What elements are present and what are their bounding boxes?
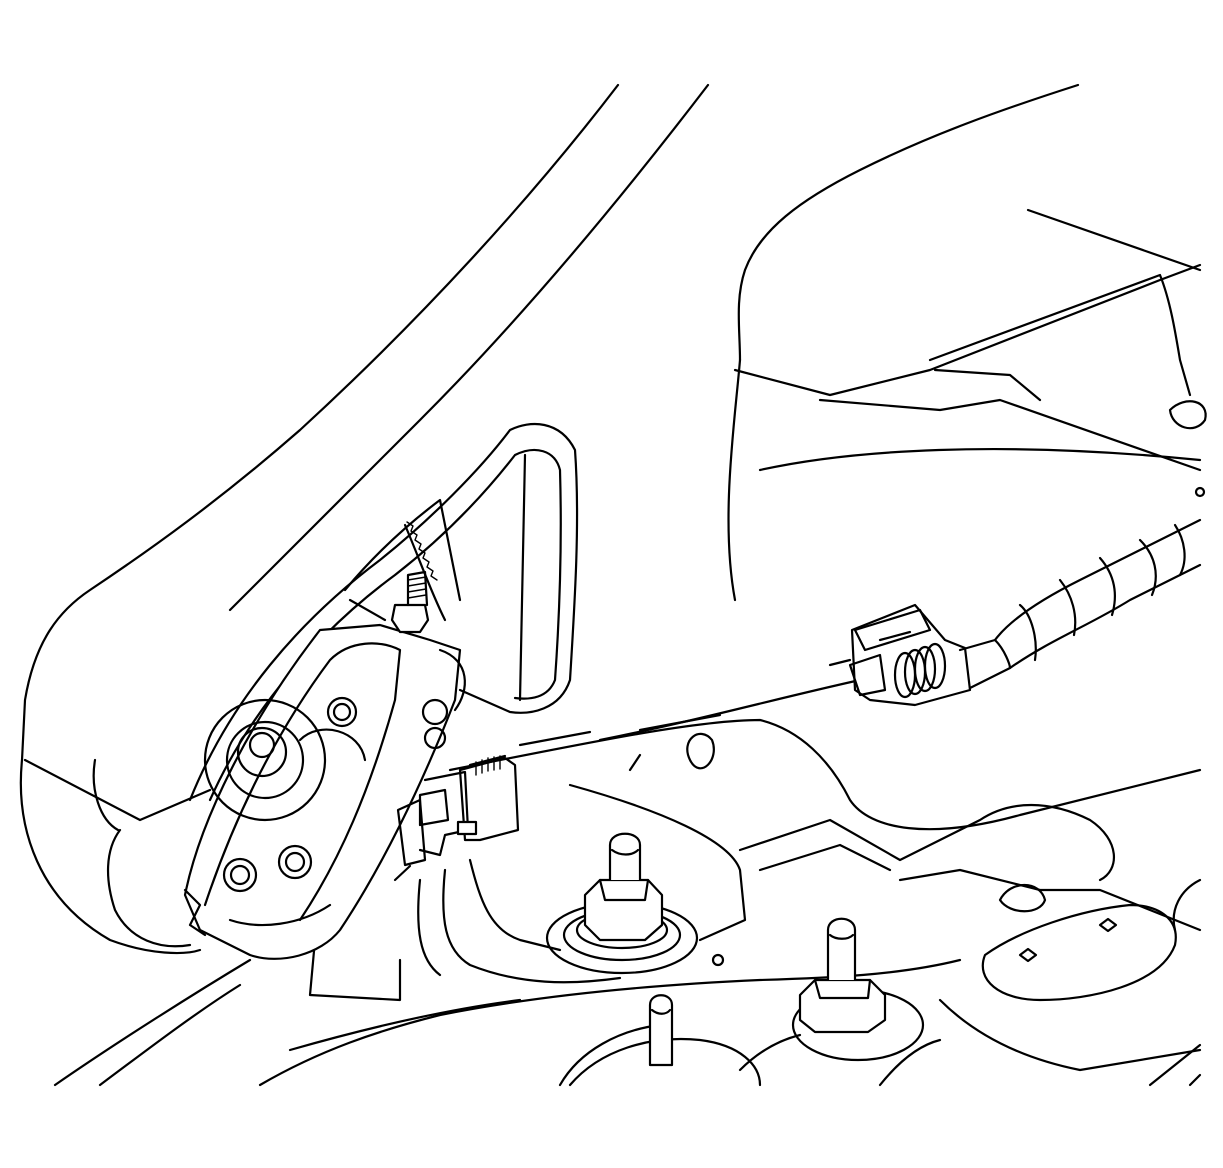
- upper-body-panel: [727, 83, 1207, 602]
- wiring-harness: [958, 486, 1206, 690]
- wiring-harness-connector: [828, 603, 972, 707]
- seat-adjuster-motor: [183, 623, 466, 960]
- floor-hole: [711, 953, 725, 967]
- mounting-stud-center: [545, 832, 699, 975]
- floor-pan: [258, 718, 1202, 1087]
- motor-electrical-connector: [393, 754, 520, 882]
- harness-wire: [518, 678, 862, 747]
- mounting-stud-lower: [568, 994, 762, 1087]
- connector-spring-coils: [893, 642, 947, 699]
- motor-threaded-stud: [390, 570, 430, 634]
- body-frame-pillar: [19, 83, 710, 1087]
- mounting-stud-right: [791, 917, 925, 1062]
